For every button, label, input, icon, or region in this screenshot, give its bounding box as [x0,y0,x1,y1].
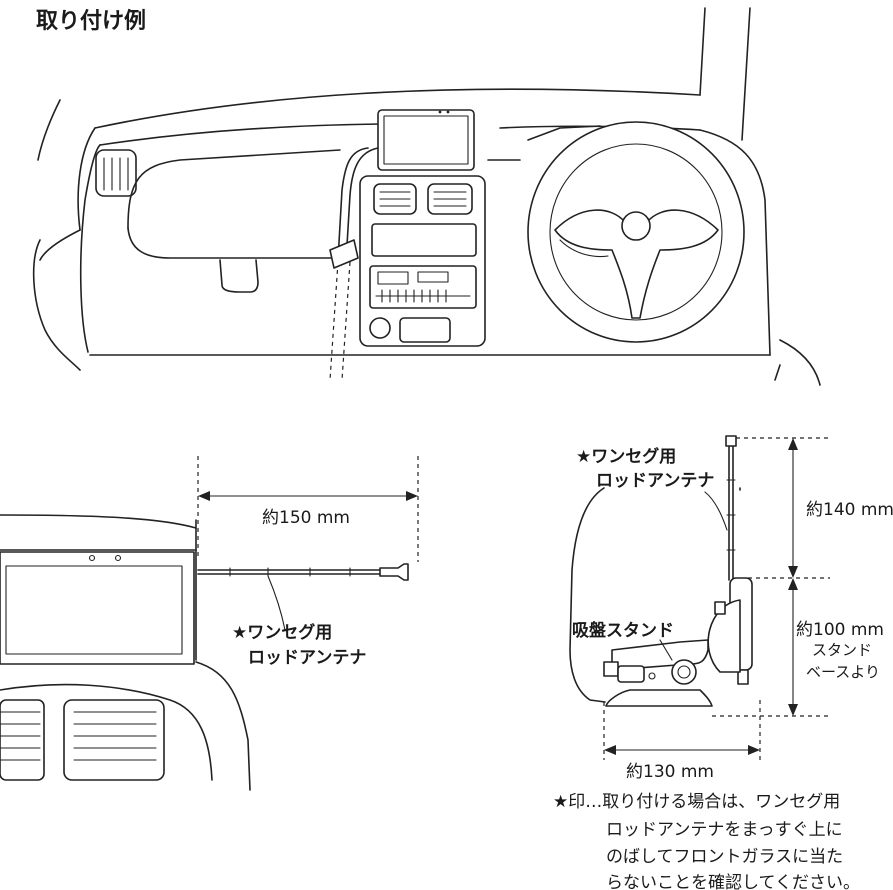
dimension-note-stand: スタンド [812,641,872,659]
dimension-note-base: ベースより [806,663,880,681]
stand-side-view [569,435,753,707]
antenna-label-left-1: ★ワンセグ用 [232,622,332,643]
console-knob [369,317,391,339]
monitor-on-dash [377,109,475,171]
antenna-label-left-2: ロッドアンテナ [248,648,366,668]
dimension-150: 約150 mm [197,456,419,562]
caution-note: ★印…取り付ける場合は、ワンセグ用 ロッドアンテナをまっすぐ上に のばしてフロン… [553,792,860,890]
dashboard-illustration [32,7,821,386]
left-air-vent [95,149,137,197]
dimension-label-100: 約100 mm [796,620,884,640]
dimension-vertical: 約140 mm 約100 mm スタンド ベースより [712,437,893,717]
antenna-label-right-1: ★ワンセグ用 [576,446,676,467]
steering-wheel [527,121,745,343]
suction-stand-label: 吸盤スタンド [572,620,674,641]
note-line-2: ロッドアンテナをまっすぐ上に [606,820,843,840]
audio-unit [369,265,477,309]
note-line-1: ★印…取り付ける場合は、ワンセグ用 [553,792,840,812]
monitor-body [0,551,195,665]
page-title: 取り付け例 [36,9,146,34]
cable-clip [329,239,359,269]
monitor-closeup [0,514,409,791]
antenna-label-right-2: ロッドアンテナ [596,471,714,491]
dimension-label-130: 約130 mm [626,762,714,782]
note-line-4: らないことを確認してください。 [606,873,860,890]
dimension-label-150: 約150 mm [262,508,350,528]
dimension-130: 約130 mm [603,700,761,782]
note-line-3: のばしてフロントガラスに当た [606,847,843,867]
console-display [371,223,477,257]
dimension-label-140: 約140 mm [806,500,893,520]
